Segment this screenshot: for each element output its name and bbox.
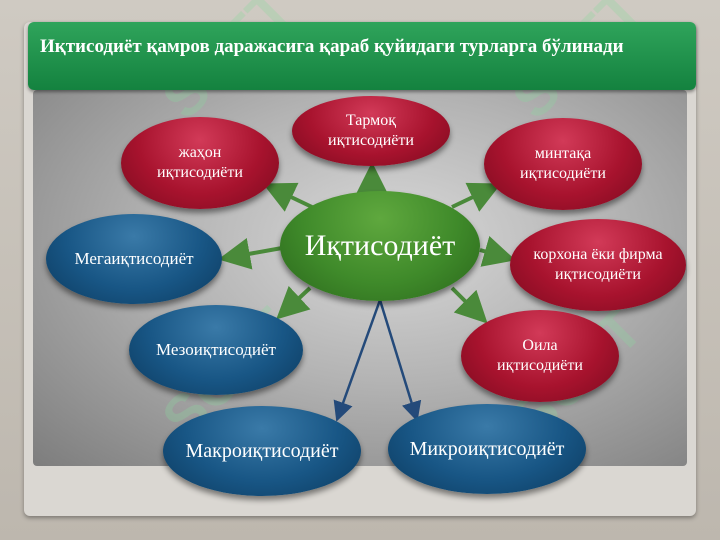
- arrow-to-korxona: [479, 236, 516, 267]
- slide-title: Иқтисодиёт қамров даражасига қараб қуйид…: [40, 36, 624, 57]
- arrow-to-mega: [218, 238, 283, 270]
- node-mega-label: Мегаиқтисодиёт: [74, 249, 194, 268]
- node-mikro: Микроиқтисодиёт: [388, 404, 586, 494]
- arrow-to-makro: [333, 299, 382, 422]
- node-jahon: жаҳон иқтисодиёти: [121, 117, 279, 209]
- arrow-to-jahon: [262, 182, 313, 212]
- node-mintaqa: минтақа иқтисодиёти: [484, 118, 642, 210]
- node-korxona: корхона ёки фирма иқтисодиёти: [510, 219, 686, 311]
- node-oila-label: Оила иқтисодиёти: [497, 337, 583, 374]
- arrow-to-mintaqa: [451, 182, 502, 212]
- node-jahon-label: жаҳон иқтисодиёти: [157, 144, 243, 181]
- node-makro: Макроиқтисодиёт: [163, 406, 361, 496]
- node-makro-label: Макроиқтисодиёт: [185, 439, 339, 462]
- title-banner: Иқтисодиёт қамров даражасига қараб қуйид…: [28, 22, 696, 90]
- node-center: Иқтисодиёт: [280, 191, 480, 301]
- node-tarmoq-label: Тармоқ иқтисодиёти: [328, 112, 414, 149]
- arrow-to-oila: [450, 286, 488, 324]
- node-oila: Оила иқтисодиёти: [461, 310, 619, 402]
- node-korxona-label: корхона ёки фирма иқтисодиёти: [533, 246, 663, 283]
- node-mintaqa-label: минтақа иқтисодиёти: [520, 145, 606, 182]
- node-mezo-label: Мезоиқтисодиёт: [156, 340, 276, 359]
- node-mega: Мегаиқтисодиёт: [46, 214, 222, 304]
- arrow-to-mikro: [378, 299, 422, 422]
- node-mezo: Мезоиқтисодиёт: [129, 305, 303, 395]
- arrow-to-mezo: [276, 285, 312, 320]
- node-center-label: Иқтисодиёт: [304, 229, 456, 262]
- node-mikro-label: Микроиқтисодиёт: [409, 437, 565, 460]
- node-tarmoq: Тармоқ иқтисодиёти: [292, 96, 450, 166]
